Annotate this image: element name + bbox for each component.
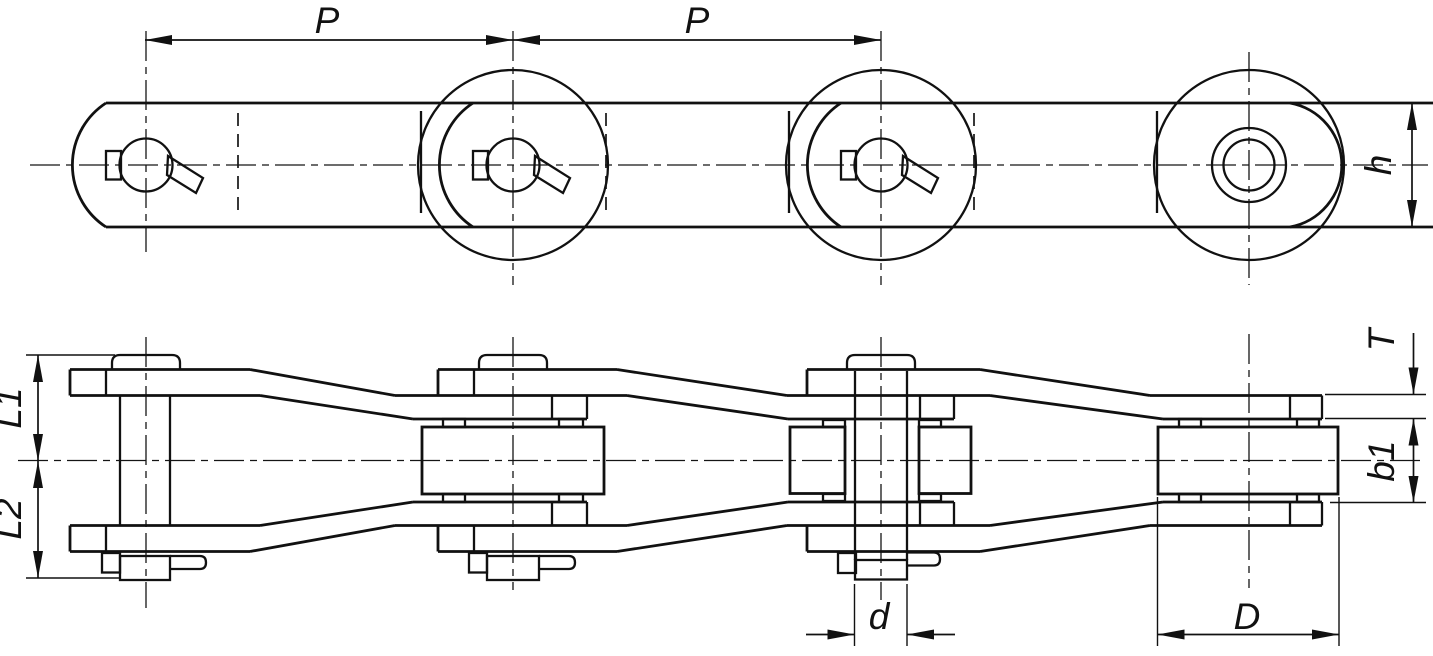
plate-end-cap-right [1289,101,1344,229]
label-inner-width: b1 [1361,440,1402,481]
label-plate-height: h [1358,155,1399,176]
arrowhead-up-icon [33,461,43,488]
arrowhead-right-icon [1312,629,1339,640]
roller-circle [784,68,978,262]
roller [420,425,606,496]
arrowhead-left-icon [145,35,172,45]
cotter-head [839,149,858,181]
cotter-head [104,149,123,181]
cotter-pin-icon [900,153,940,195]
cotter-pin-icon [165,153,205,195]
side-view: P P [30,0,1433,285]
arrowhead-down-icon [33,434,43,461]
pin-circle [118,137,174,193]
arrowhead-left-icon [1157,629,1185,640]
l1-l2-dimension: L1 L2 [0,354,121,579]
cotter-head [471,149,490,181]
cotter-assembly [100,551,208,582]
roller-circle [1152,68,1346,262]
bushing-block [788,425,847,495]
label-pin-diameter: d [869,596,891,637]
pin-circle [485,137,541,193]
label-plate-thickness: T [1361,326,1402,351]
rollers-plan [420,417,1340,504]
arrowhead-down-icon [1408,367,1419,395]
rollers-side [416,68,1346,262]
height-dimension: h [1358,103,1417,227]
pin-shaft [853,371,909,560]
arrowhead-down-icon [33,551,43,578]
arrowhead-down-icon [1408,476,1419,503]
pitch-dimension: P P [145,0,881,45]
roller-circle [416,68,610,262]
link-plates-side [71,101,1433,229]
pin-cap [110,353,182,370]
bushing-bore [1222,138,1276,192]
t-b1-dimension: T b1 [1325,326,1426,504]
arrowhead-up-icon [33,355,43,382]
label-pitch-left: P [315,0,340,41]
cotter-assembly [836,551,942,581]
arrowhead-up-icon [1407,103,1417,130]
label-l1: L1 [0,387,29,428]
pin-cap [477,353,549,370]
bushing-outer [1210,126,1288,204]
arrowhead-left-icon [513,35,540,45]
pins-side [104,126,1288,204]
pin-diameter-dimension: d [806,584,955,646]
pins-plan [100,353,942,582]
arrowhead-right-icon [486,35,513,45]
bushing-block [917,425,973,495]
arrowhead-right-icon [827,629,855,640]
label-roller-diameter: D [1234,596,1261,637]
pin-shaft [118,396,172,526]
plate-end-cap-left [71,101,107,229]
cotter-assembly [467,551,577,582]
arrowhead-left-icon [907,629,934,640]
cotter-pin-icon [532,153,572,195]
roller [1156,425,1340,496]
plan-view: L1 L2 d D T b1 [0,326,1426,646]
label-l2: L2 [0,498,29,540]
arrowhead-down-icon [1407,200,1417,227]
plan-view-centerlines [18,334,1420,608]
arrowhead-right-icon [854,35,881,45]
roller-diameter-dimension: D [1156,497,1340,646]
pin-circle [853,137,909,193]
arrowhead-up-icon [1408,418,1419,446]
plate-end-cap [438,101,474,229]
pin-cap [845,353,917,370]
side-view-centerlines [30,31,1428,285]
plate-end-cap [806,101,842,229]
label-pitch-right: P [685,0,710,41]
